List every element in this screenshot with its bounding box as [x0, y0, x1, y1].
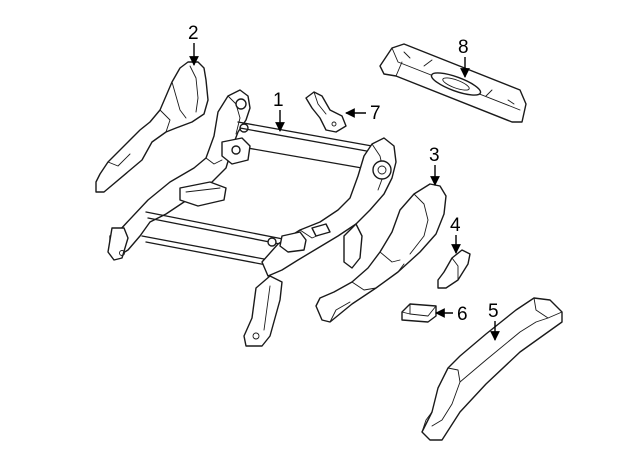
callout-label-3: 3: [429, 145, 440, 166]
part-6-pad[interactable]: [401, 303, 437, 323]
part-3-track-cover[interactable]: [315, 183, 447, 323]
callout-4: 4: [450, 215, 461, 254]
callout-label-1: 1: [273, 90, 284, 111]
callout-2: 2: [188, 23, 199, 66]
part-4-side-cover[interactable]: [437, 249, 471, 289]
callout-7: 7: [345, 103, 381, 124]
callout-label-5: 5: [488, 301, 499, 322]
callout-1: 1: [273, 90, 285, 132]
callout-label-4: 4: [450, 215, 461, 236]
callout-label-6: 6: [457, 304, 468, 325]
callout-5: 5: [488, 301, 500, 341]
part-7-bracket[interactable]: [305, 91, 347, 133]
callout-label-2: 2: [188, 23, 199, 44]
part-5-outer-shield[interactable]: [421, 297, 563, 441]
callout-3: 3: [429, 145, 440, 186]
callout-8: 8: [458, 37, 470, 78]
part-8-cross-cover[interactable]: [379, 43, 527, 123]
callout-6: 6: [435, 304, 468, 325]
callout-label-7: 7: [370, 103, 381, 124]
part-2-track-cover[interactable]: [95, 61, 209, 193]
part-1-seat-adjuster[interactable]: [107, 89, 397, 347]
callout-label-8: 8: [458, 37, 469, 58]
